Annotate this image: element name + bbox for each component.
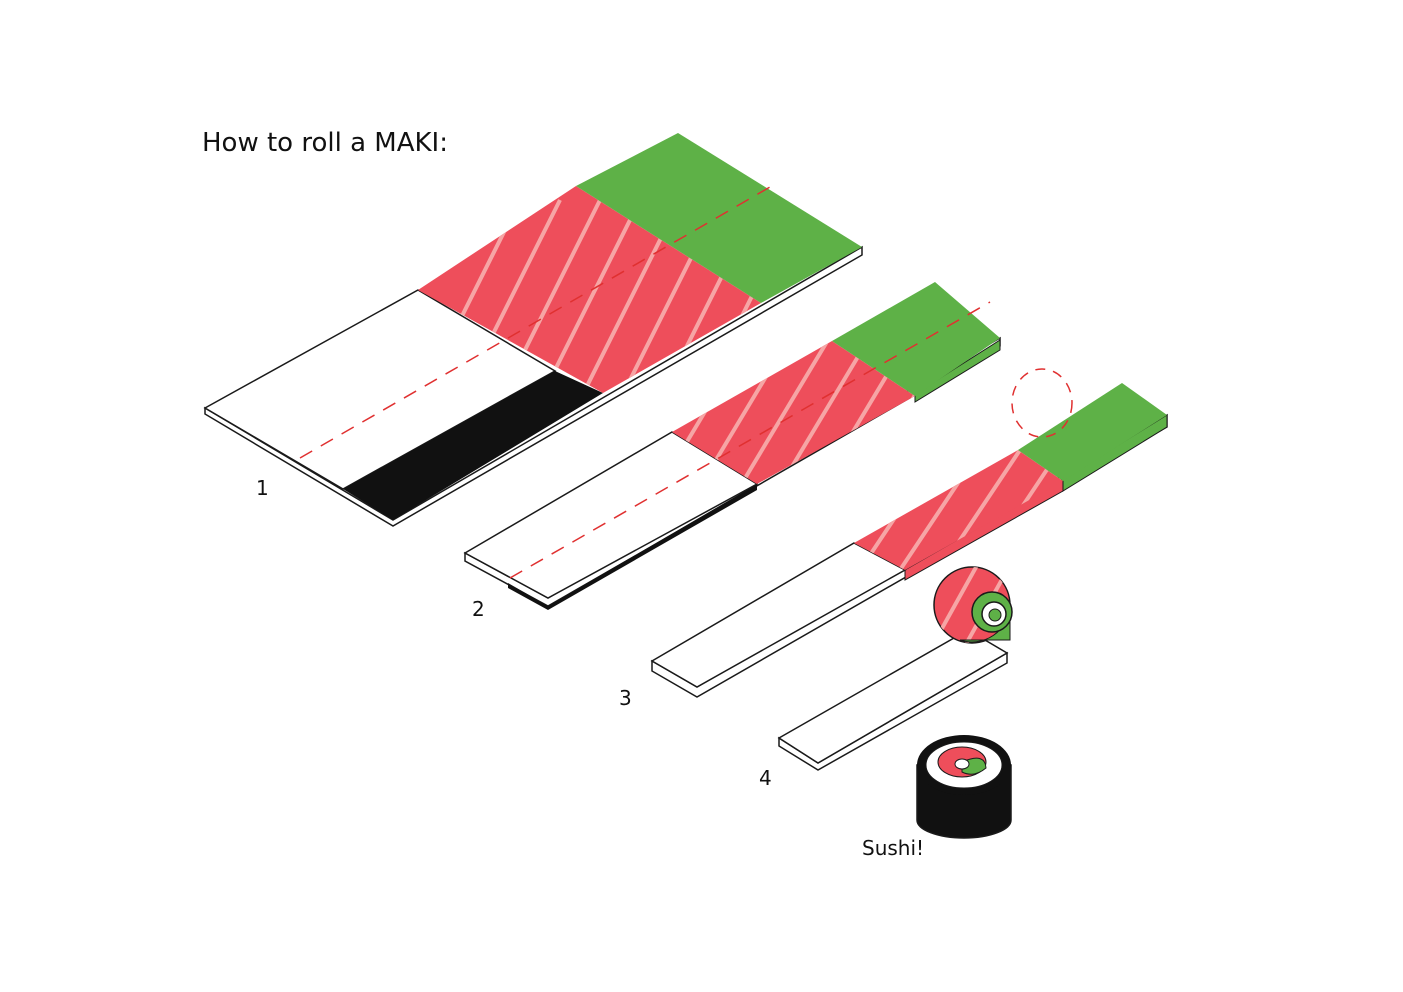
step-2-strip — [463, 282, 1001, 610]
step-2-green-edge — [914, 339, 1001, 403]
step-1-sheet — [203, 133, 863, 527]
step-4-coil-inner-3 — [988, 608, 1002, 622]
step-3-label: 3 — [619, 686, 632, 710]
sushi-center — [954, 758, 970, 770]
step-1-fold-line — [299, 186, 771, 459]
step-4-label: 4 — [759, 766, 772, 790]
step-2-label: 2 — [472, 597, 485, 621]
step-2-cucumber — [832, 282, 1000, 396]
step-1-fish — [418, 186, 761, 393]
step-2-nori-edge — [508, 484, 757, 610]
step-2-fold-line — [509, 301, 991, 579]
step-3-rice — [650, 542, 907, 688]
sushi-piece — [916, 735, 1012, 839]
step-3-strip — [650, 368, 1168, 698]
step-2-fish — [672, 341, 915, 484]
step-3-cucumber — [1018, 383, 1167, 481]
step-3-roll-marker — [1011, 368, 1073, 438]
step-3-fish — [854, 450, 1063, 570]
step-1-cucumber — [576, 133, 862, 303]
page-title: How to roll a MAKI: — [202, 128, 448, 158]
step-4-roll — [777, 566, 1013, 771]
step-1-nori — [343, 371, 603, 520]
step-1-label: 1 — [256, 476, 269, 500]
final-label: Sushi! — [862, 836, 925, 860]
step-4-strip — [777, 629, 1009, 764]
